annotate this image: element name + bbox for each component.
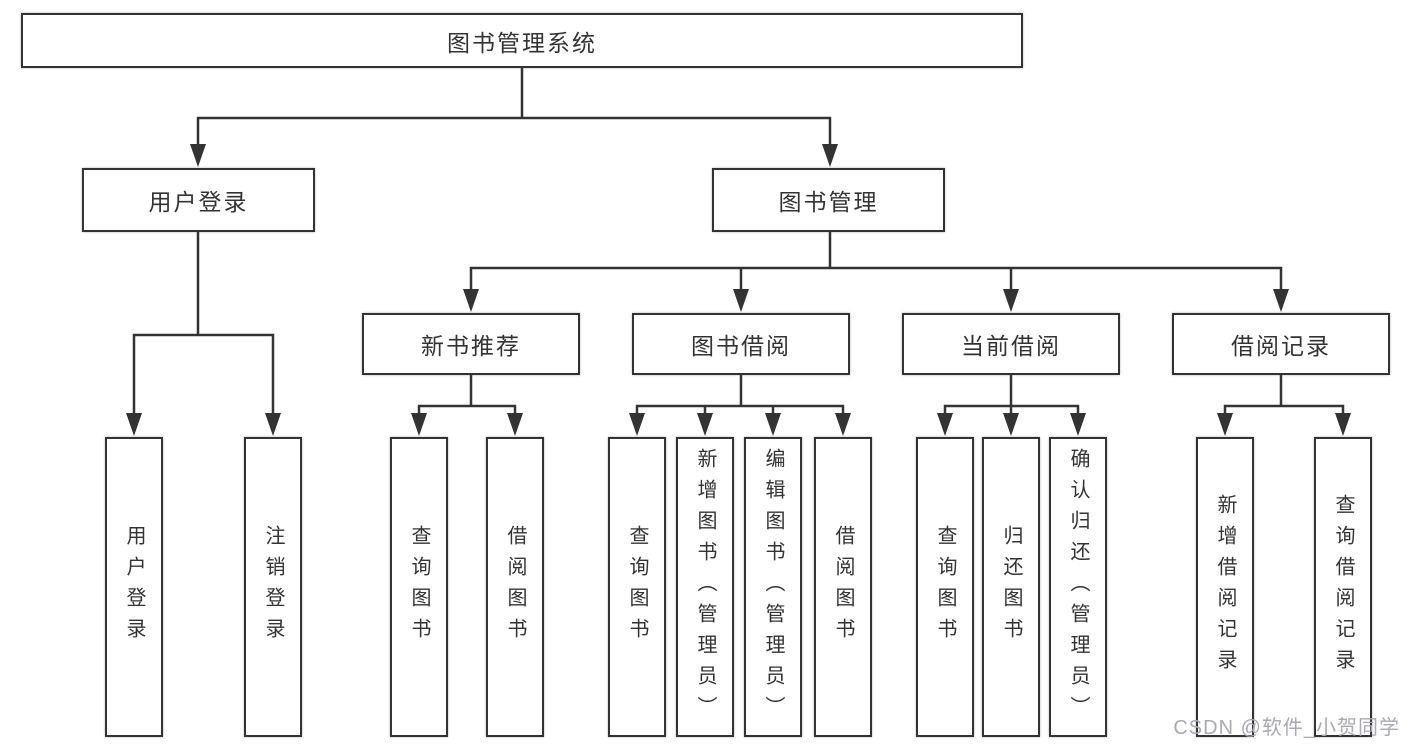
node-user-login: 用户登录 (82, 168, 315, 232)
leaf-add-books-admin: 新增图书（管理员） (676, 437, 734, 737)
node-label: 新书推荐 (421, 333, 521, 359)
node-label: 用户登录 (148, 189, 249, 215)
node-book-borrowing: 图书借阅 (632, 313, 850, 375)
leaf-query-books-current: 查询图书 (916, 437, 974, 737)
leaf-confirm-return-admin: 确认归还（管理员） (1049, 437, 1107, 737)
leaf-logout: 注销登录 (244, 437, 302, 737)
node-new-book-recommend: 新书推荐 (362, 313, 580, 375)
node-current-borrowing: 当前借阅 (902, 313, 1120, 375)
leaf-query-books-recommend: 查询图书 (390, 437, 448, 737)
leaf-borrow-books-recommend: 借阅图书 (486, 437, 544, 737)
node-label: 图书管理 (778, 189, 879, 215)
node-label: 图书管理系统 (447, 29, 597, 56)
node-label: 借阅记录 (1231, 333, 1331, 359)
node-book-management: 图书管理 (712, 168, 945, 232)
node-label: 当前借阅 (961, 333, 1061, 359)
leaf-add-borrow-record: 新增借阅记录 (1196, 437, 1254, 737)
leaf-query-borrow-record: 查询借阅记录 (1314, 437, 1372, 737)
node-label: 图书借阅 (691, 333, 791, 359)
leaf-user-login: 用户登录 (105, 437, 163, 737)
leaf-edit-books-admin: 编辑图书（管理员） (744, 437, 802, 737)
leaf-borrow-books: 借阅图书 (814, 437, 872, 737)
node-library-management-system: 图书管理系统 (21, 13, 1023, 68)
watermark: CSDN @软件_小贺同学 (1173, 717, 1400, 739)
leaf-query-books-borrow: 查询图书 (608, 437, 666, 737)
node-borrow-records: 借阅记录 (1172, 313, 1390, 375)
leaf-return-books: 归还图书 (982, 437, 1040, 737)
